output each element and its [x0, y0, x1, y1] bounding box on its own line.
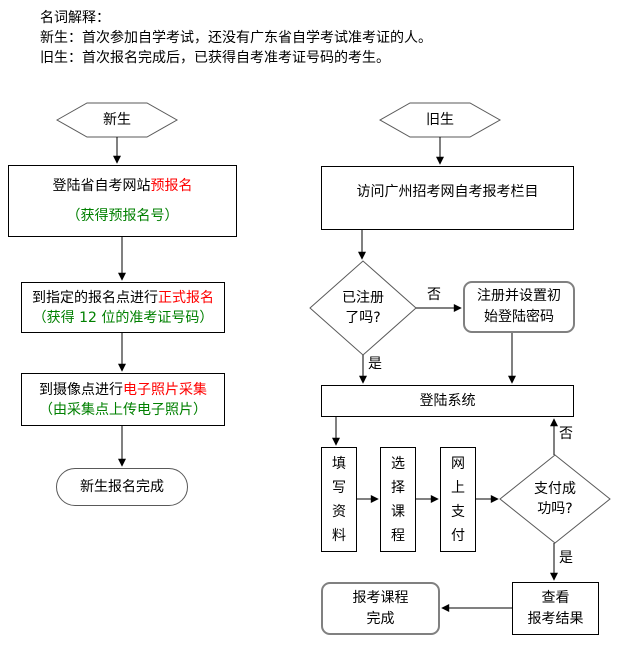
new-step2-note: （获得 12 位的准考证号码） — [32, 309, 214, 326]
register-set-password-box: 注册并设置初 始登陆密码 — [463, 281, 575, 333]
select-course-box: 选 择 课 程 — [380, 447, 416, 552]
glossary-note: 名词解释： 新生：首次参加自学考试，还没有广东省自学考试准考证的人。 旧生：首次… — [40, 8, 432, 68]
old-end-terminal: 报考课程 完成 — [321, 582, 440, 635]
glossary-new-student-definition: 新生：首次参加自学考试，还没有广东省自学考试准考证的人。 — [40, 30, 432, 46]
registered-decision-label: 已注册 了吗? — [342, 290, 384, 326]
pay-yes-label: 是 — [559, 550, 573, 566]
new-step2-text-black: 到指定的报名点进行 — [32, 289, 158, 306]
fill-info-box: 填 写 资 料 — [321, 447, 357, 552]
new-step2-text-red: 正式报名 — [158, 289, 214, 306]
old-step1-visit-site-box: 访问广州招考网自考报考栏目 — [321, 166, 574, 230]
new-step1-text-red: 预报名 — [150, 178, 193, 194]
glossary-old-student-definition: 旧生：首次报名完成后，已获得自考准考证号码的考生。 — [40, 50, 390, 66]
new-end-terminal: 新生报名完成 — [56, 468, 188, 506]
new-step2-main-line: 到指定的报名点进行正式报名 — [32, 288, 214, 308]
new-step3-text-black: 到摄像点进行 — [39, 381, 123, 398]
new-step2-formal-register-box: 到指定的报名点进行正式报名 （获得 12 位的准考证号码） — [21, 282, 225, 333]
pay-no-label: 否 — [559, 426, 573, 442]
new-step3-photo-collect-box: 到摄像点进行电子照片采集 （由采集点上传电子照片） — [21, 373, 225, 426]
registered-yes-label: 是 — [368, 356, 382, 372]
glossary-title: 名词解释： — [40, 10, 110, 26]
old-student-start-label: 旧生 — [426, 112, 454, 128]
new-step1-preregister-box: 登陆省自考网站预报名 （获得预报名号） — [8, 165, 237, 237]
new-step3-main-line: 到摄像点进行电子照片采集 — [39, 380, 207, 400]
new-student-start-label: 新生 — [103, 112, 131, 128]
pay-success-decision-label: 支付成 功吗? — [534, 481, 576, 517]
new-step1-text-black: 登陆省自考网站 — [52, 178, 151, 194]
new-step1-note: （获得预报名号） — [66, 208, 179, 224]
new-step3-note: （由采集点上传电子照片） — [39, 401, 207, 418]
pay-online-box: 网 上 支 付 — [440, 447, 476, 552]
view-result-box: 查看 报考结果 — [512, 582, 599, 635]
registered-no-label: 否 — [427, 287, 441, 303]
new-step3-text-red: 电子照片采集 — [123, 381, 207, 398]
new-step1-main-line: 登陆省自考网站预报名 — [53, 176, 193, 196]
login-system-box: 登陆系统 — [321, 385, 574, 417]
